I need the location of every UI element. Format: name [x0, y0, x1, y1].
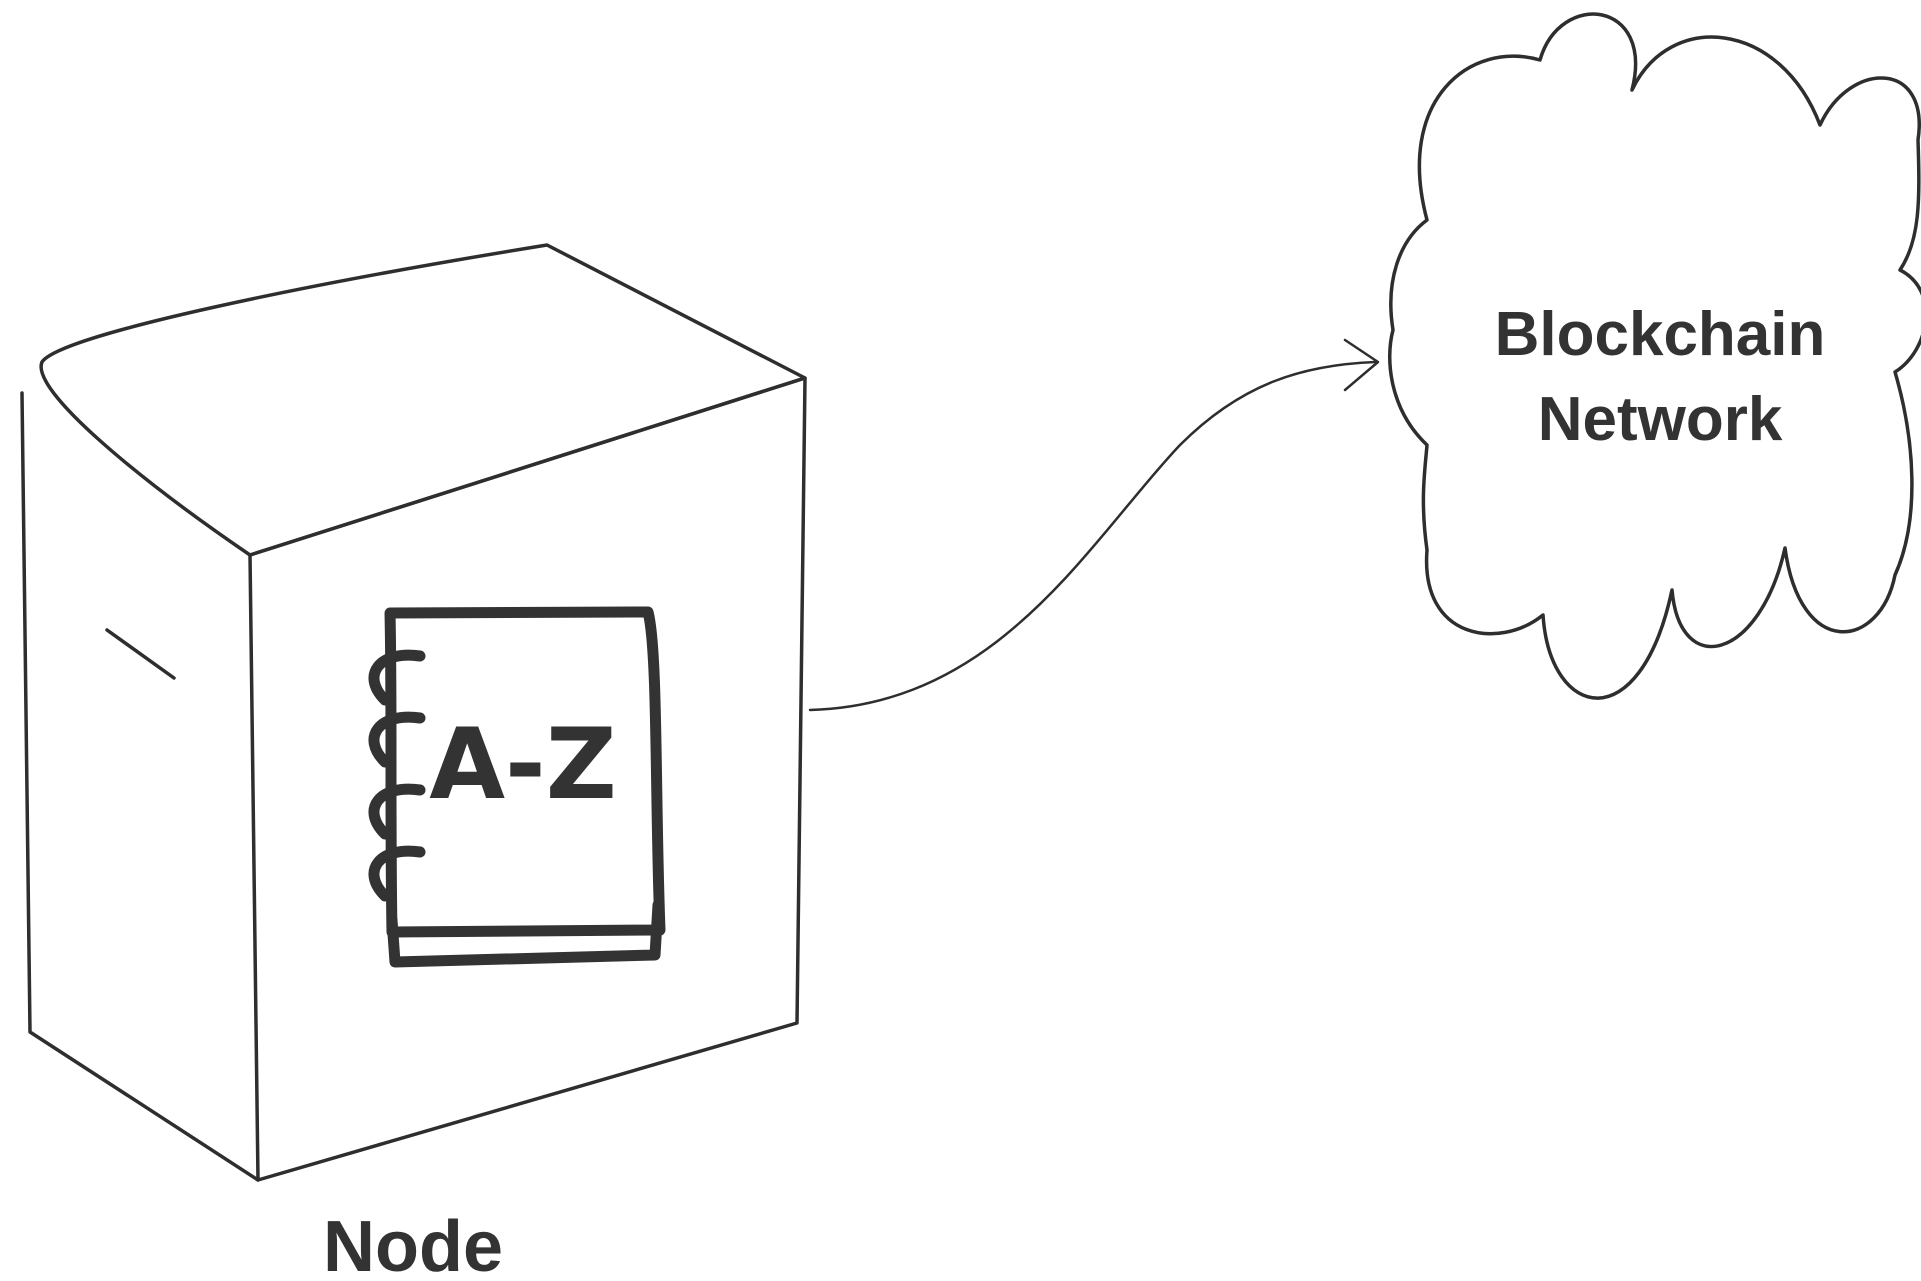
edge-server-to-cloud[interactable]: [808, 338, 1380, 712]
server-left-face: [20, 391, 260, 1182]
server-slot-mark: [105, 628, 176, 680]
cloud-shape: [1387, 12, 1921, 700]
cloud-label-line1: Blockchain: [1495, 300, 1826, 369]
server-front-face: [248, 376, 807, 1182]
server-label: Node: [323, 1207, 503, 1281]
connector-curve: [808, 360, 1377, 712]
arrowhead-icon: [1343, 338, 1380, 392]
node-cloud[interactable]: Blockchain Network: [1387, 12, 1921, 700]
server-top-face: [39, 243, 807, 557]
node-server[interactable]: A-Z: [20, 243, 807, 1182]
cloud-label-line2: Network: [1538, 385, 1783, 454]
address-book-text: A-Z: [429, 708, 617, 822]
address-book-icon: A-Z: [368, 606, 666, 968]
